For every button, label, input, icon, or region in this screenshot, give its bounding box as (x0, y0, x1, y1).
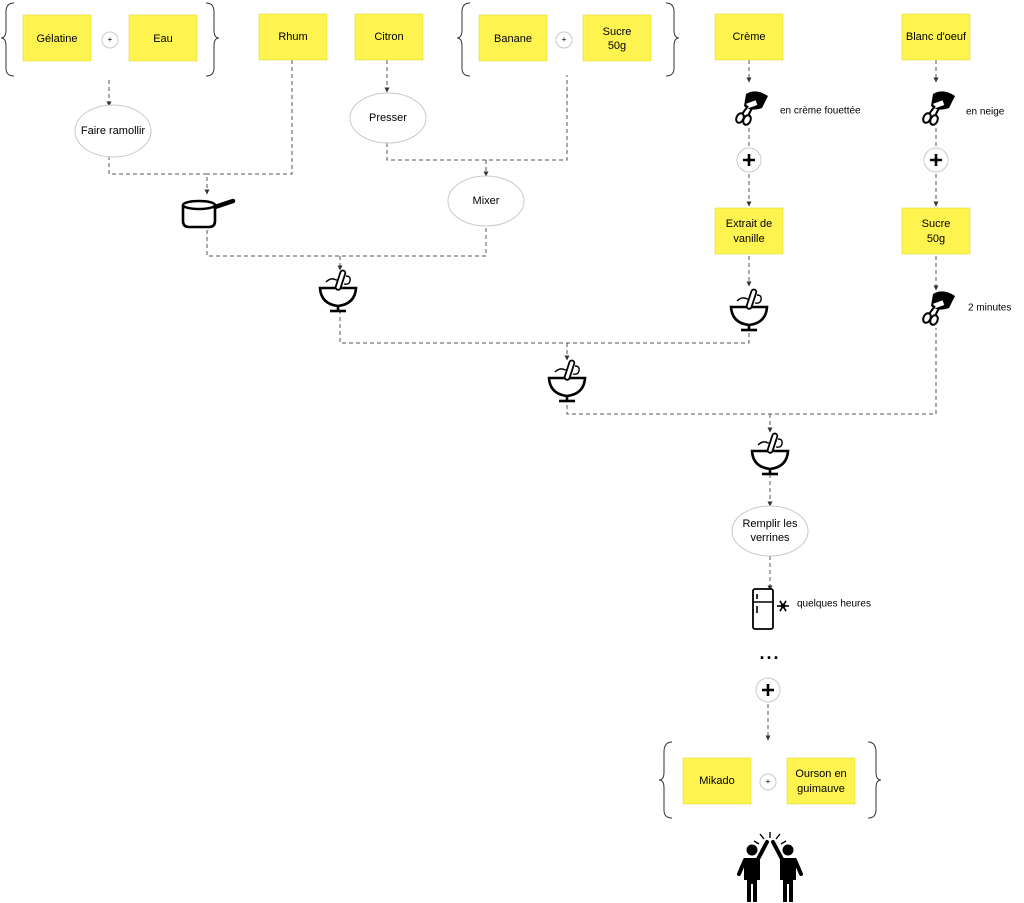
note-gelatine: Gélatine (22, 14, 92, 62)
note-ourson-line2: guimauve (797, 783, 845, 795)
note-extrait-vanille: Extrait de vanille (714, 207, 784, 255)
mixing-bowl-icon (318, 268, 358, 313)
hand-mixer-icon (733, 90, 769, 128)
note-vanille-line1: Extrait de (726, 218, 772, 230)
step-presser-label: Presser (369, 112, 407, 124)
mixing-bowl-icon (750, 431, 790, 476)
note-sucre-top-line1: Sucre (603, 26, 632, 38)
note-sucre-bottom-line1: Sucre (922, 218, 951, 230)
plus-icon (755, 677, 781, 703)
note-citron-label: Citron (374, 31, 403, 43)
note-sucre-50g-top: Sucre 50g (582, 14, 652, 62)
note-sucre-50g-bottom: Sucre 50g (901, 207, 971, 255)
note-banane: Banane (478, 14, 548, 62)
saucepan-icon (181, 198, 236, 229)
plus-icon: + (555, 31, 573, 49)
note-creme-label: Crème (732, 31, 765, 43)
svg-text:+: + (108, 35, 113, 44)
snowflake-icon (777, 600, 789, 612)
note-rhum-label: Rhum (278, 31, 307, 43)
mixing-bowl-icon (547, 358, 587, 403)
svg-text:+: + (562, 35, 567, 44)
note-sucre-bottom-line2: 50g (927, 233, 945, 245)
high-five-icon (737, 832, 803, 902)
mixing-bowl-icon (729, 287, 769, 332)
step-faire-ramollir: Faire ramollir (74, 104, 152, 158)
note-rhum: Rhum (258, 13, 328, 61)
note-citron: Citron (354, 13, 424, 61)
note-blanc-label: Blanc d'oeuf (906, 31, 967, 43)
plus-icon: + (101, 31, 119, 49)
note-ourson-line1: Ourson en (795, 768, 846, 780)
note-ourson-guimauve: Ourson en guimauve (786, 757, 856, 805)
note-mikado: Mikado (682, 757, 752, 805)
hand-mixer-icon (920, 90, 956, 128)
label-ellipsis: ... (759, 643, 780, 663)
step-remplir-line2: verrines (750, 532, 790, 544)
label-en-neige: en neige (966, 107, 1005, 118)
note-gelatine-label: Gélatine (37, 33, 78, 45)
label-quelques-heures: quelques heures (797, 599, 871, 610)
brace-toppings (658, 741, 882, 819)
fridge-icon (752, 588, 774, 630)
note-sucre-top-line2: 50g (608, 40, 626, 52)
step-remplir-line1: Remplir les (742, 518, 798, 530)
note-blanc-oeuf: Blanc d'oeuf (901, 13, 971, 61)
note-eau-label: Eau (153, 33, 173, 45)
step-presser: Presser (349, 92, 427, 144)
brace-gelatine-eau (0, 2, 220, 77)
note-creme: Crème (714, 13, 784, 61)
step-ramollir-label: Faire ramollir (81, 125, 146, 137)
svg-text:+: + (766, 777, 771, 786)
plus-icon (736, 147, 762, 173)
note-eau: Eau (128, 14, 198, 62)
step-remplir-verrines: Remplir les verrines (731, 505, 809, 557)
hand-mixer-icon (920, 290, 956, 328)
step-mixer-label: Mixer (473, 195, 500, 207)
brace-banane-sucre (456, 2, 680, 77)
plus-icon (923, 147, 949, 173)
label-en-creme-fouettee: en crème fouettée (780, 106, 861, 117)
step-mixer: Mixer (447, 175, 525, 227)
connectors (106, 60, 939, 741)
plus-icon: + (759, 773, 777, 791)
note-banane-label: Banane (494, 33, 532, 45)
label-2-minutes: 2 minutes (968, 303, 1011, 314)
note-vanille-line2: vanille (733, 233, 764, 245)
note-mikado-label: Mikado (699, 775, 734, 787)
